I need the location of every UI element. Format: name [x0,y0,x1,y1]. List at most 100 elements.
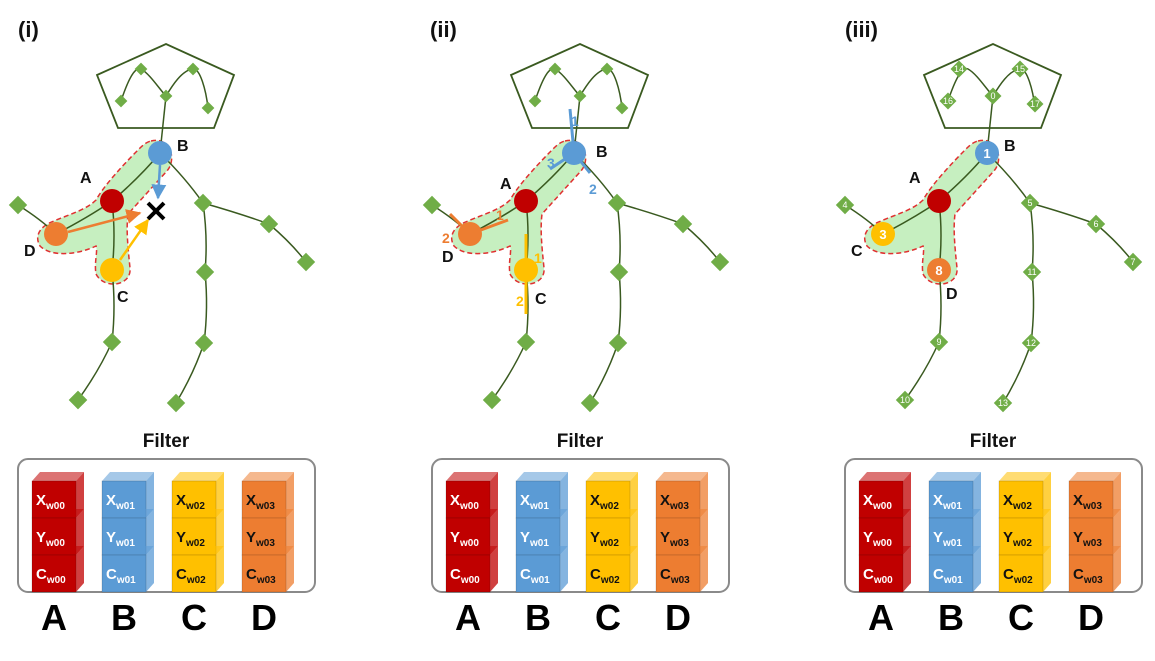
cube-top [656,472,708,481]
cube-label: Xw03 [1073,492,1102,512]
head-lines [534,67,623,109]
bone-line [616,202,684,225]
cube-top [102,546,154,555]
cube-label-main: Y [176,529,186,546]
keypoint-index: 7 [1130,257,1135,267]
cube-side [146,546,154,592]
cube-side [490,546,498,592]
keypoint-diamond [516,332,536,352]
cube-label-sub: w02 [1012,501,1032,512]
panel-label: (iii) [845,17,878,42]
bone-line [175,342,205,404]
cube-top [999,546,1051,555]
cube-top [656,509,708,518]
keypoint-diamond [296,252,316,272]
cube-top [516,472,568,481]
cube-label: Yw03 [660,529,689,549]
cube-label-sub: w01 [943,575,963,586]
keypoint-index: 0 [990,91,995,101]
cube-side [903,472,911,518]
cube-label-sub: w02 [1013,575,1033,586]
head-pentagon [509,43,650,129]
cube-label-main: Y [520,529,530,546]
keypoint-diamond [1086,214,1106,234]
bone-line [203,271,208,344]
cube-top [999,472,1051,481]
bone-line [1095,223,1134,263]
cube-top [102,509,154,518]
keypoint-diamond [710,252,730,272]
keypoint-diamond [1021,333,1041,353]
cube-label-sub: w03 [255,538,275,549]
cube-front [1068,554,1114,593]
edge-number-d-1: 1 [496,207,504,223]
filter-title: Filter [143,431,190,452]
cube-label: Xw03 [246,492,275,512]
column-letter-d: D [665,597,691,638]
cube-top [446,472,498,481]
cube-label-main: X [1073,492,1083,509]
keypoint-index: 16 [943,96,953,106]
column-letter-c: C [181,597,207,638]
cube-side [973,472,981,518]
cube-label-main: X [1003,492,1013,509]
cube-label-sub: w00 [459,538,479,549]
cube-label: Cw02 [176,566,206,586]
column-letter-c: C [1008,597,1034,638]
keypoint-diamond [195,262,215,282]
joint-label-c: C [117,289,129,306]
cube-side [1113,509,1121,555]
filter-box [17,458,316,593]
cube-label: Yw00 [863,529,892,549]
cube-side [216,509,224,555]
cube-top [1069,509,1121,518]
cube-side [630,509,638,555]
cube-label-main: X [36,492,46,509]
cube-side [286,546,294,592]
joint-label-d: D [442,249,454,266]
edge-number-b-1: 1 [571,113,579,129]
cube-top [656,546,708,555]
edge-number-c-2: 2 [516,293,524,309]
cube-label: Xw00 [36,492,65,512]
joint-label-c: C [851,243,863,260]
keypoint-diamond [673,214,693,234]
column-letter-a: A [455,597,481,638]
bone-line [1030,271,1035,344]
joint-b [562,141,586,165]
keypoint-index: 5 [1027,198,1032,208]
cube-label: Yw03 [1073,529,1102,549]
bone-line [589,342,619,404]
cube-label-main: X [933,492,943,509]
column-letter-b: B [938,597,964,638]
joint-a [514,189,538,213]
cube-label-sub: w00 [459,501,479,512]
cube-label: Xw00 [450,492,479,512]
column-letter-d: D [251,597,277,638]
cube-label-sub: w01 [530,575,550,586]
head-keypoint [528,94,542,108]
column-letter-d: D [1078,597,1104,638]
bone-line [616,202,621,273]
cube-label: Xw00 [863,492,892,512]
cube-top [242,472,294,481]
cube-top [242,509,294,518]
cube-top [929,472,981,481]
cube-top [516,509,568,518]
cube-top [586,472,638,481]
filter-box [431,458,730,593]
cube-label-main: C [933,566,944,583]
head-keypoint [186,62,200,76]
cube-side [700,472,708,518]
cube-label-main: Y [1073,529,1083,546]
cube-top [172,472,224,481]
keypoint-diamond [607,193,627,213]
head-keypoint [984,87,1002,105]
joint-label-b: B [596,144,608,161]
bone-line [491,341,527,401]
cube-top [32,509,84,518]
cube-label: Yw00 [36,529,65,549]
cube-label-main: C [450,566,461,583]
keypoint-diamond [993,393,1013,413]
